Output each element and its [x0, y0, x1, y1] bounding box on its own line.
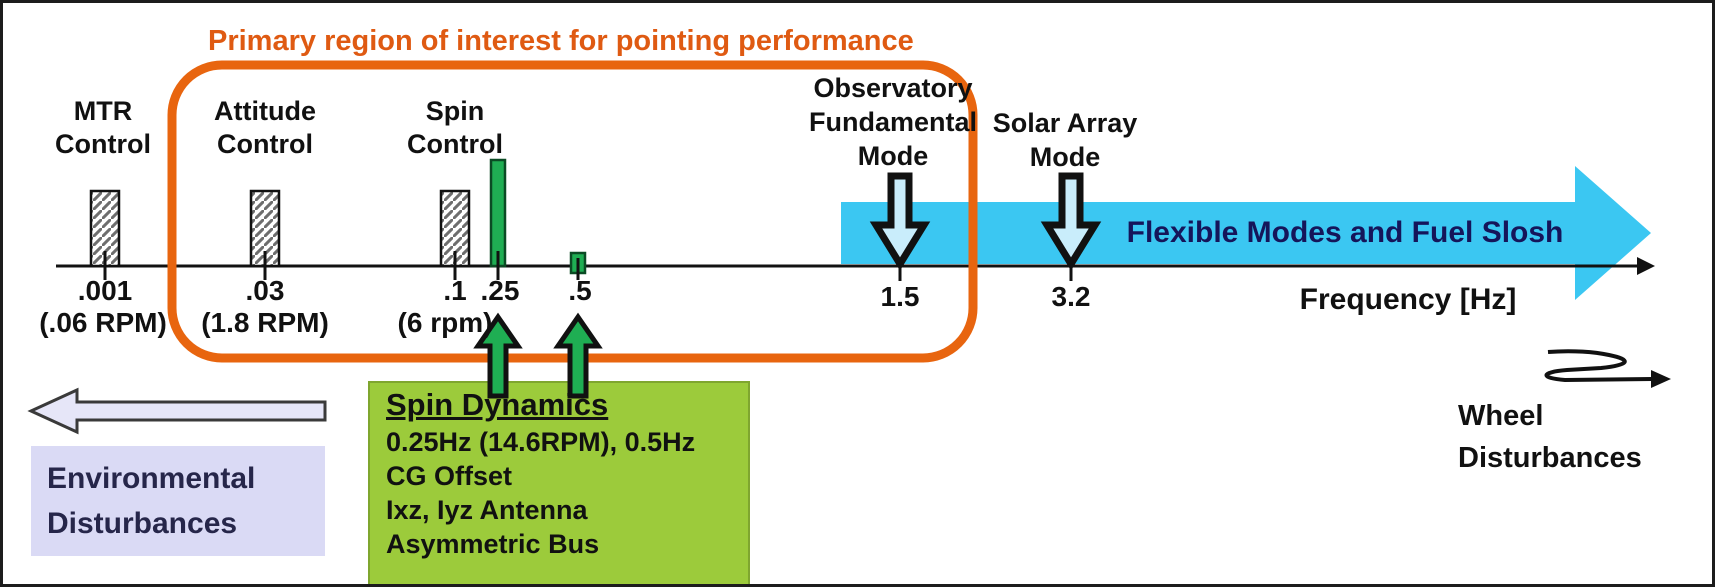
spin-dynamics-title: Spin Dynamics — [386, 387, 609, 422]
axis-arrowhead-icon — [1637, 257, 1655, 275]
environmental-disturbances-box — [31, 446, 325, 556]
diagram-shapes — [27, 60, 1671, 435]
spin-dynamics-line-4: Asymmetric Bus — [386, 529, 600, 559]
tick-label-001: .001 — [77, 275, 133, 306]
flexible-modes-label: Flexible Modes and Fuel Slosh — [1126, 216, 1564, 249]
solar-array-mode-arrow-icon — [1040, 172, 1102, 271]
observatory-mode-arrow-icon — [869, 172, 931, 271]
tick-label-25: .25 — [480, 275, 520, 306]
tick-label-1: .1 — [443, 275, 467, 306]
tick-sub-03: (1.8 RPM) — [201, 307, 329, 338]
diagram-title: Primary region of interest for pointing … — [208, 25, 914, 57]
spin-dynamics-line-3: Ixz, Iyz Antenna — [386, 495, 588, 525]
solar-array-mode-label: Solar Array Mode — [992, 108, 1138, 172]
tick-label-03: .03 — [245, 275, 285, 306]
spin-dynamics-arrow-025-icon — [473, 312, 523, 399]
tick-label-32: 3.2 — [1051, 281, 1091, 312]
spin-dynamics-line-2: CG Offset — [386, 461, 513, 491]
flexible-modes-arrow — [841, 166, 1651, 300]
observatory-mode-label: Observatory Fundamental Mode — [808, 73, 978, 171]
environmental-arrow-icon — [27, 387, 327, 435]
wheel-disturbance-arrow-icon — [1544, 349, 1654, 383]
frequency-axis-label: Frequency [Hz] — [1299, 283, 1517, 316]
wheel-arrowhead-icon — [1651, 370, 1671, 388]
tick-sub-1: (6 rpm) — [397, 307, 493, 338]
tick-sub-001: (.06 RPM) — [39, 307, 167, 338]
spin-dynamics-box — [368, 381, 750, 584]
spin-dynamics-arrow-05-icon — [553, 312, 603, 399]
tick-label-15: 1.5 — [880, 281, 920, 312]
tick-label-5: .5 — [568, 275, 592, 306]
spin-dynamics-line-1: 0.25Hz (14.6RPM), 0.5Hz — [386, 427, 696, 457]
spin-marker-025hz — [489, 158, 507, 268]
